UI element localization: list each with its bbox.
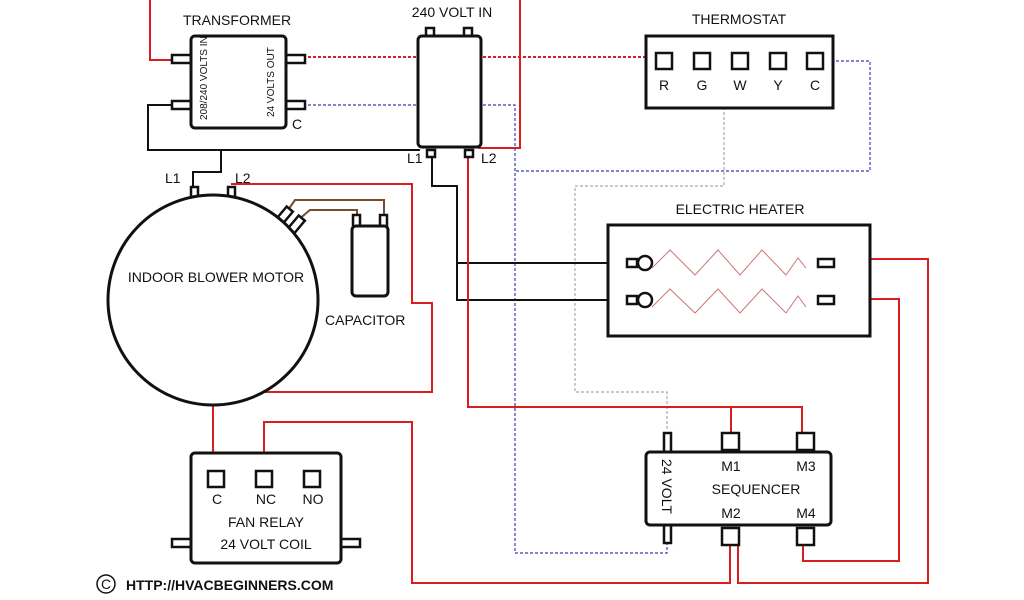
transformer-terminal-in-2	[170, 99, 194, 111]
thermostat: THERMOSTAT R G W Y C	[644, 11, 835, 110]
line-in-l2-label: L2	[481, 150, 497, 166]
fan-relay-title: FAN RELAY	[228, 514, 305, 530]
wire-supply-to-transformer	[149, 0, 176, 61]
wire-thermostat-c	[515, 60, 871, 172]
sequencer-m2-label: M2	[721, 505, 741, 521]
copyright-symbol: C	[101, 576, 111, 592]
wire-relay-nc-to-m2	[263, 421, 731, 584]
wire-m2-to-heater-1	[737, 258, 929, 584]
line-in-terminal-l1	[425, 148, 437, 159]
capacitor-title: CAPACITOR	[325, 312, 405, 328]
transformer-terminal-out-r	[283, 53, 307, 65]
wire-supply-to-l2	[478, 0, 521, 149]
sequencer-m1-label: M1	[721, 458, 741, 474]
heater-element-1	[625, 249, 836, 276]
fan-relay: C NC NO FAN RELAY 24 VOLT COIL	[170, 451, 362, 565]
thermostat-terminal-w: W	[730, 51, 750, 93]
wire-capacitor-lead-2	[297, 209, 358, 221]
transformer-terminal-in-1	[170, 53, 194, 65]
wire-thermostat-w	[574, 62, 725, 430]
thermostat-terminal-c: C	[805, 51, 825, 93]
fan-relay-terminal-c: C	[206, 469, 226, 507]
svg-text:R: R	[659, 77, 669, 93]
wire-capacitor-lead-1	[287, 199, 385, 215]
line-in-terminal-l2	[463, 148, 475, 159]
thermostat-terminal-y: Y	[768, 51, 788, 93]
heater-element-2	[625, 288, 836, 314]
svg-text:C: C	[810, 77, 820, 93]
sequencer: 24 VOLT M1 M3 SEQUENCER M2 M4	[644, 431, 833, 547]
transformer-body	[189, 34, 288, 130]
svg-text:NC: NC	[256, 491, 276, 507]
svg-text:Y: Y	[773, 77, 783, 93]
svg-text:C: C	[212, 491, 222, 507]
sequencer-terminal-m2	[720, 526, 741, 547]
svg-text:W: W	[733, 77, 747, 93]
sequencer-terminal-m1	[720, 431, 741, 452]
thermostat-terminal-g: G	[692, 51, 712, 93]
copyright-icon	[96, 574, 116, 594]
line-in-body	[416, 34, 483, 149]
line-voltage-block: 240 VOLT IN L1 L2	[407, 4, 497, 166]
wire-transformer-to-l1-bus	[147, 104, 420, 151]
motor-body	[106, 193, 320, 407]
electric-heater: ELECTRIC HEATER	[606, 201, 872, 338]
sequencer-coil-terminal-top	[662, 431, 673, 455]
heater-title: ELECTRIC HEATER	[676, 201, 805, 217]
thermostat-terminal-r: R	[654, 51, 674, 93]
motor-title: INDOOR BLOWER MOTOR	[128, 269, 304, 285]
copyright-url[interactable]: HTTP://HVACBEGINNERS.COM	[126, 577, 333, 593]
svg-text:NO: NO	[303, 491, 324, 507]
transformer-terminal-out-c	[283, 99, 307, 111]
fan-relay-terminal-nc: NC	[254, 469, 276, 507]
capacitor-body	[350, 224, 390, 298]
indoor-blower-motor: L1 L2 INDOOR BLOWER MOTOR	[106, 170, 320, 407]
sequencer-m3-label: M3	[796, 458, 816, 474]
copyright-footer: C HTTP://HVACBEGINNERS.COM	[96, 574, 333, 594]
transformer: TRANSFORMER 208/240 VOLTS IN 24 VOLTS OU…	[170, 12, 307, 132]
line-in-title: 240 VOLT IN	[412, 4, 492, 20]
wire-bus-to-motor-l1	[192, 150, 222, 190]
sequencer-terminal-m4	[795, 526, 816, 547]
transformer-input-label: 208/240 VOLTS IN	[199, 36, 210, 120]
fan-relay-terminal-no: NO	[303, 469, 324, 507]
wire-m4-to-heater-2	[802, 298, 900, 562]
fan-relay-coil-terminal-left	[170, 537, 194, 549]
thermostat-title: THERMOSTAT	[692, 11, 787, 27]
line-in-l1-label: L1	[407, 150, 423, 166]
heater-body	[606, 223, 872, 338]
svg-text:G: G	[697, 77, 708, 93]
sequencer-terminal-m3	[795, 431, 816, 452]
transformer-output-label: 24 VOLTS OUT	[266, 47, 277, 117]
wire-l2-to-sequencer	[467, 157, 803, 432]
sequencer-m4-label: M4	[796, 505, 816, 521]
sequencer-coil-label: 24 VOLT	[659, 459, 675, 514]
thermostat-body	[644, 34, 835, 110]
wire-l1-to-heaters	[431, 157, 630, 301]
sequencer-body	[644, 450, 833, 527]
transformer-common-label: C	[292, 116, 302, 132]
motor-l2-label: L2	[235, 170, 251, 186]
capacitor: CAPACITOR	[325, 213, 405, 328]
motor-l1-label: L1	[165, 170, 181, 186]
sequencer-title: SEQUENCER	[712, 481, 801, 497]
fan-relay-coil-terminal-right	[338, 537, 362, 549]
transformer-title: TRANSFORMER	[183, 12, 291, 28]
fan-relay-subtitle: 24 VOLT COIL	[220, 536, 312, 552]
